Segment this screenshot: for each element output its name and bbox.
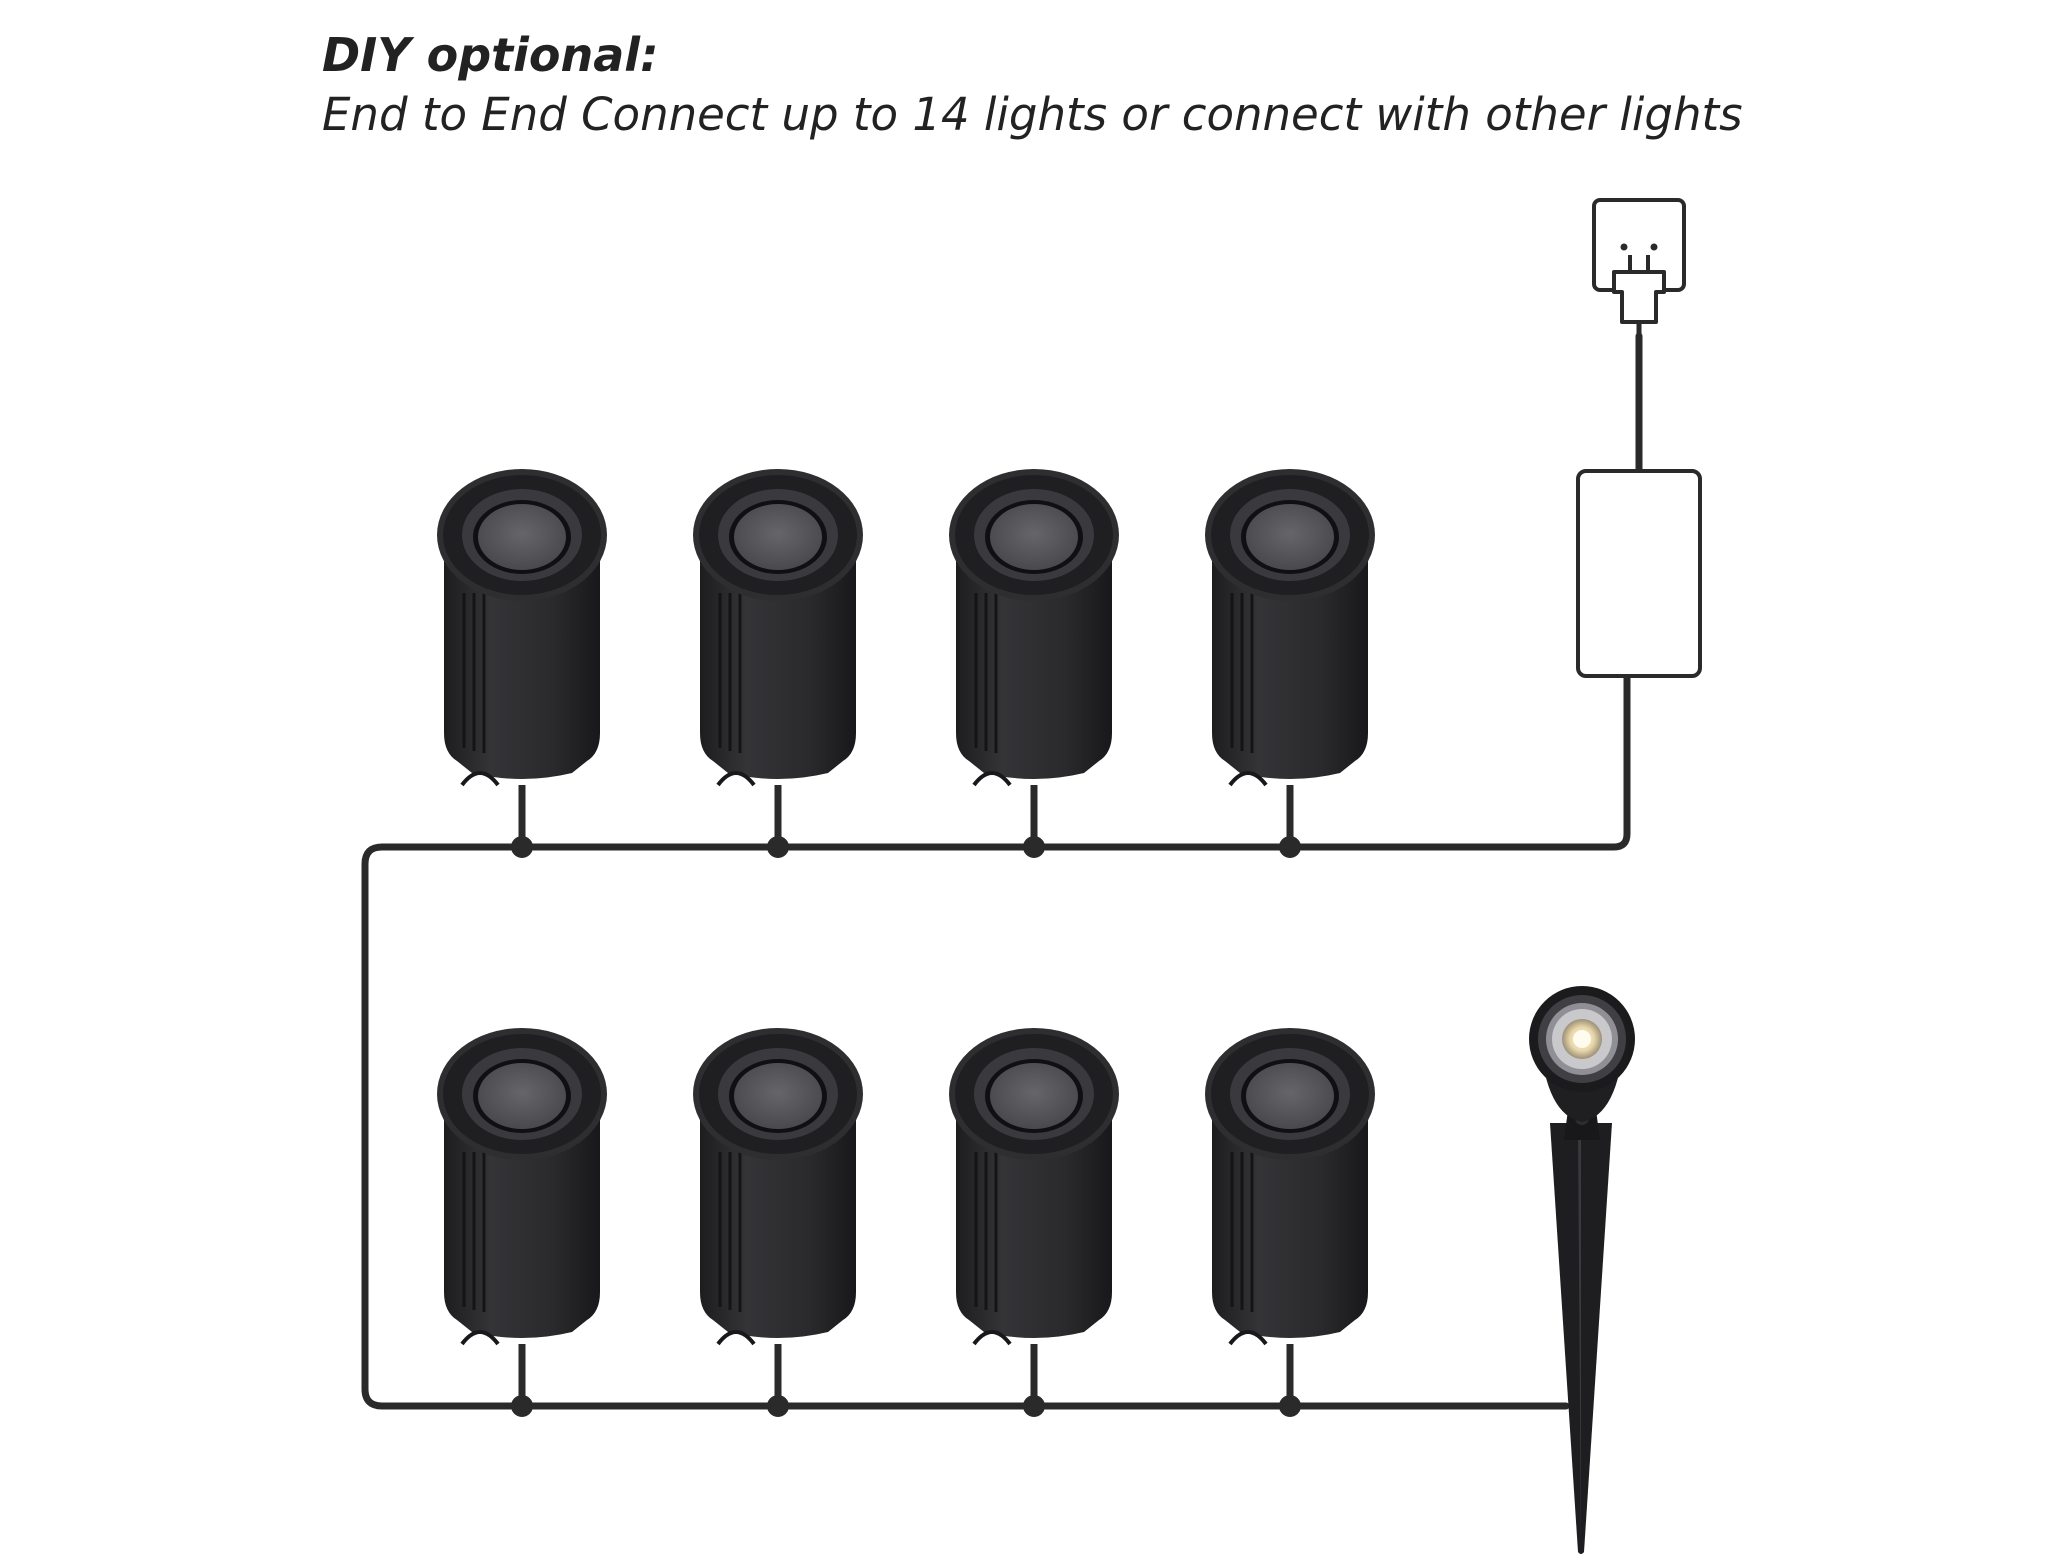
diagram-title: DIY optional: bbox=[322, 28, 659, 82]
connector-node bbox=[1279, 836, 1301, 858]
deck-light bbox=[691, 467, 865, 787]
deck-light bbox=[691, 1026, 865, 1346]
connector-node bbox=[767, 836, 789, 858]
connector-node bbox=[511, 836, 533, 858]
deck-light bbox=[1203, 467, 1377, 787]
header: DIY optional: End to End Connect up to 1… bbox=[322, 24, 1743, 144]
power-adapter-icon bbox=[1576, 469, 1702, 678]
main-bus-wire bbox=[361, 672, 1631, 1410]
deck-light bbox=[435, 1026, 609, 1346]
diagram-subtitle: End to End Connect up to 14 lights or co… bbox=[322, 88, 1743, 141]
deck-light bbox=[1203, 1026, 1377, 1346]
bottom-row-lights bbox=[435, 1026, 1377, 1346]
light-connectors bbox=[511, 785, 1301, 1417]
connector-node bbox=[1279, 1395, 1301, 1417]
connector-node bbox=[1023, 836, 1045, 858]
deck-light bbox=[947, 1026, 1121, 1346]
connector-node bbox=[767, 1395, 789, 1417]
deck-light bbox=[947, 467, 1121, 787]
connector-node bbox=[511, 1395, 533, 1417]
wire-network bbox=[361, 332, 1643, 1410]
plug-icon bbox=[1612, 255, 1666, 336]
deck-light bbox=[435, 467, 609, 787]
top-row-lights bbox=[435, 467, 1377, 787]
connector-node bbox=[1023, 1395, 1045, 1417]
spike-spotlight-icon bbox=[1529, 986, 1635, 1554]
